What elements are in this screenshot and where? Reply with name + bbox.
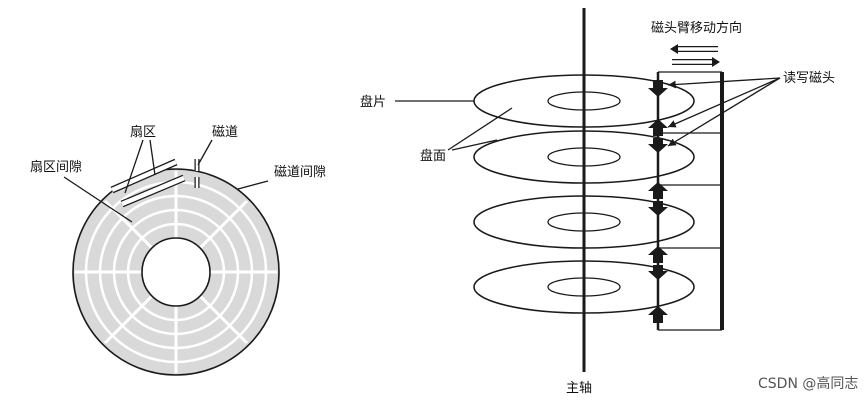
arm-direction-label: 磁头臂移动方向 <box>651 20 742 36</box>
right-leader-lines <box>395 77 781 151</box>
watermark: CSDN @高同志 <box>758 375 858 392</box>
surface-label: 盘面 <box>420 148 446 164</box>
track-gap-label: 磁道间隙 <box>274 165 326 180</box>
right-disk-diagram: 磁头臂移动方向 读写磁头 盘片 盘面 主轴 <box>360 8 835 396</box>
platter-label: 盘片 <box>360 94 386 110</box>
left-leader-lines <box>63 139 269 223</box>
read-write-head <box>648 306 668 323</box>
read-write-head <box>648 80 668 97</box>
arm-direction-arrows <box>670 44 720 67</box>
sector-gap-lines <box>75 171 277 373</box>
disk-platter-top-view <box>72 168 280 376</box>
sector-indicator-arrow <box>110 158 186 208</box>
sector-gap-label: 扇区间隙 <box>30 159 82 175</box>
track-label: 磁道 <box>212 125 238 140</box>
sector-label: 扇区 <box>130 124 156 140</box>
spindle-label: 主轴 <box>566 381 592 396</box>
left-disk-diagram: 扇区 磁道 扇区间隙 磁道间隙 <box>30 124 326 376</box>
read-write-head-label: 读写磁头 <box>783 71 835 86</box>
read-write-head <box>648 119 668 153</box>
read-write-head <box>648 246 668 280</box>
disk-center-hole <box>141 237 211 307</box>
read-write-head <box>648 182 668 216</box>
